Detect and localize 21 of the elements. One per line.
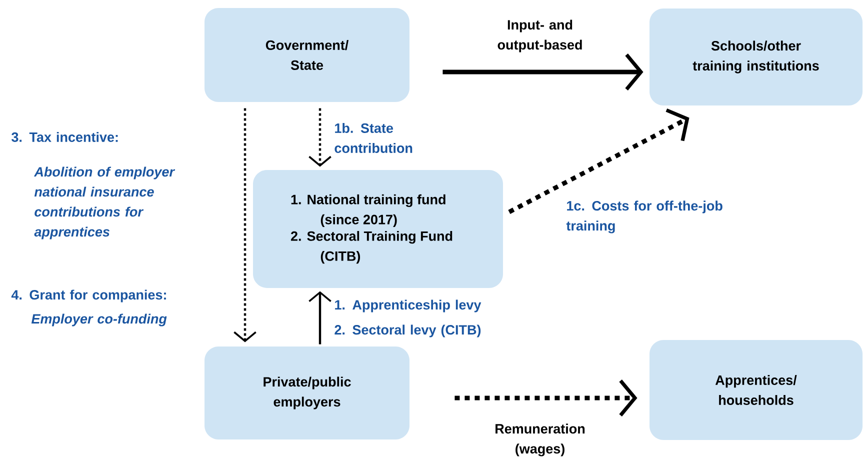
arrow — [308, 291, 332, 344]
edge-label: Input- and output-based — [498, 20, 582, 52]
arrow — [454, 380, 638, 416]
edge-label: 1b. State contribution — [334, 123, 412, 153]
rounded-box: Schools/other training institutions — [650, 8, 862, 106]
arrow — [508, 108, 690, 214]
edge-label: Remuneration (wages) — [496, 424, 585, 456]
note-text: 3. Tax incentive: — [12, 132, 118, 142]
rounded-box: 1. National training fund (since 2017) 2. Sectoral Training Fund (CITB) — [253, 170, 503, 288]
rounded-box: Apprentices/ households — [650, 340, 862, 440]
arrow — [234, 108, 256, 342]
rounded-box: Government/ State — [204, 8, 410, 102]
rounded-box: Private/public employers — [204, 346, 410, 440]
note-text: 1. Apprenticeship levy — [335, 300, 482, 312]
note-text: Employer co-funding — [31, 314, 167, 326]
note-text: 4. Grant for companies: — [11, 290, 166, 302]
edge-label: 1c. Costs for off-the-job training — [566, 200, 722, 234]
note-text: Abolition of employer national insurance contributions for apprentices — [34, 166, 176, 240]
note-text: 2. Sectoral levy (CITB) — [334, 324, 481, 338]
arrow — [308, 108, 332, 167]
arrow — [442, 54, 644, 90]
